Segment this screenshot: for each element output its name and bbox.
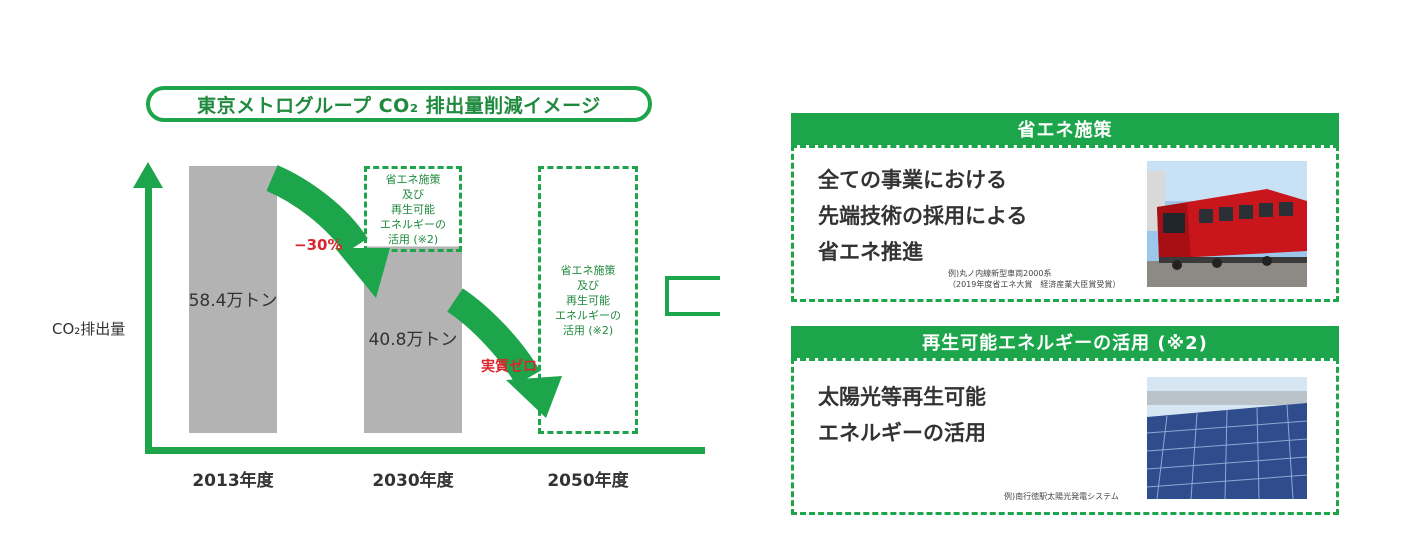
panel-1-header: 省エネ施策: [791, 113, 1339, 145]
y-axis-label: CO₂排出量: [52, 320, 126, 338]
reduction-arrow-icon: [266, 165, 390, 298]
panel-1-caption: 例)丸ノ内線新型車両2000系 （2019年度省エネ大賞 経済産業大臣賞受賞）: [948, 269, 1121, 289]
panel-2-text: 太陽光等再生可能 エネルギーの活用: [818, 385, 986, 445]
tick-label-2050: 2050年度: [547, 471, 629, 491]
panel-1-box: 全ての事業における 先端技術の採用による 省エネ推進 例)丸ノ内線新型車両200…: [791, 145, 1339, 302]
tick-label-2013: 2013年度: [192, 471, 274, 491]
right-arrow-icon: [665, 276, 720, 316]
chart-title: 東京メトログループ CO₂ 排出量削減イメージ: [146, 86, 652, 122]
panel-1-text: 全ての事業における 先端技術の採用による 省エネ推進: [818, 168, 1028, 264]
bar-label-2013: 58.4万トン: [188, 291, 278, 311]
y-axis-arrowhead: [133, 162, 163, 188]
y-axis: [145, 186, 152, 454]
reduction-percent-label: −30%: [294, 236, 343, 254]
solar-panel-photo-icon: [1147, 377, 1307, 499]
net-zero-arrow-icon: [447, 288, 562, 418]
chart-canvas: [133, 162, 720, 454]
red-train-photo-icon: [1147, 161, 1307, 287]
tick-label-2030: 2030年度: [372, 471, 454, 491]
bar-label-2030: 40.8万トン: [368, 330, 458, 350]
panel-2-box: 太陽光等再生可能 エネルギーの活用 例)南行徳駅太陽光発電システム: [791, 358, 1339, 515]
box-2050-measures: 省エネ施策 及び 再生可能 エネルギーの 活用 (※2): [538, 166, 638, 434]
x-axis: [145, 447, 705, 454]
panel-2-header: 再生可能エネルギーの活用 (※2): [791, 326, 1339, 358]
bar-2013: [189, 166, 277, 433]
net-zero-label: 実質ゼロ: [481, 359, 537, 375]
panel-2-caption: 例)南行徳駅太陽光発電システム: [1004, 492, 1119, 501]
box-2030-measures: 省エネ施策 及び 再生可能 エネルギーの 活用 (※2): [364, 166, 462, 252]
